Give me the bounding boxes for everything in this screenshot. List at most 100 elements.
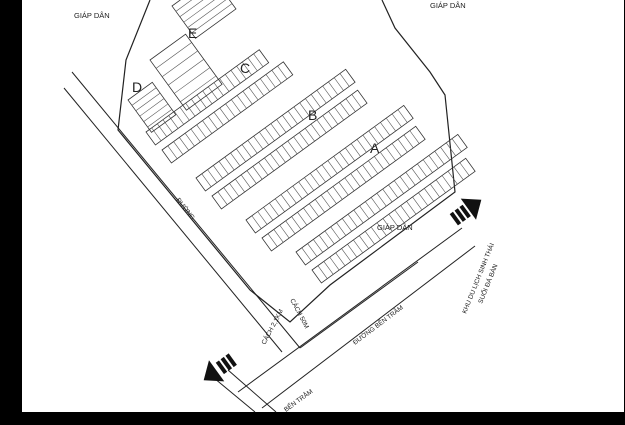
- lot-divider: [229, 183, 240, 197]
- lot-divider: [248, 86, 259, 101]
- lot-divider: [191, 3, 233, 34]
- lot-divider: [326, 190, 337, 204]
- lot-divider: [365, 201, 375, 215]
- lot-divider: [334, 106, 344, 121]
- lot-divider: [190, 128, 201, 143]
- lot-divider: [139, 98, 165, 117]
- lot-divider: [275, 149, 286, 163]
- lot-divider: [441, 175, 452, 189]
- lot-divider: [257, 211, 268, 225]
- lot-strip: [211, 89, 368, 210]
- lot-divider: [223, 187, 234, 201]
- lot-divider: [185, 103, 196, 117]
- lot-divider: [412, 196, 423, 211]
- lot-divider: [270, 153, 280, 167]
- lot-divider: [282, 115, 292, 129]
- lot-divider: [240, 174, 251, 188]
- lot-divider: [380, 122, 391, 136]
- lot-divider: [303, 207, 314, 222]
- lot-divider: [277, 65, 288, 80]
- lot-divider: [335, 252, 346, 266]
- lot-divider: [382, 218, 393, 232]
- lot-divider: [418, 192, 429, 206]
- lot-divider: [187, 0, 229, 28]
- lot-divider: [281, 145, 292, 159]
- lot-divider: [291, 216, 302, 230]
- lot-divider: [316, 89, 327, 104]
- lot-divider: [388, 184, 399, 198]
- lot-divider: [446, 142, 456, 156]
- lot-divider: [317, 265, 328, 279]
- lot-divider: [264, 127, 275, 141]
- lot-divider: [173, 141, 184, 155]
- subdivision-outline: [117, 0, 456, 323]
- lot-divider: [225, 74, 235, 88]
- lot-divider: [374, 156, 384, 170]
- lot-divider: [183, 0, 225, 23]
- lot-divider: [379, 151, 390, 166]
- lot-divider: [333, 156, 344, 170]
- lot-divider: [286, 190, 297, 204]
- lot-divider: [213, 112, 224, 126]
- main-road: [63, 71, 301, 353]
- lot-divider: [276, 119, 287, 133]
- lot-divider: [265, 74, 276, 88]
- lot-divider: [368, 130, 379, 144]
- lot-divider: [400, 205, 411, 219]
- lot-divider: [147, 109, 173, 128]
- lot-divider: [345, 98, 356, 112]
- lot-divider: [253, 53, 264, 67]
- lot-divider: [424, 188, 434, 202]
- lot-divider: [241, 144, 252, 158]
- lot-divider: [344, 177, 355, 191]
- lot-divider: [440, 146, 451, 161]
- lot-divider: [236, 148, 246, 162]
- lot-divider: [230, 70, 241, 84]
- lot-divider: [184, 133, 195, 147]
- lot-divider: [218, 161, 229, 175]
- lot-divider: [285, 220, 296, 234]
- lot-divider: [287, 110, 298, 125]
- lot-divider: [196, 124, 207, 138]
- lot-divider: [235, 178, 245, 193]
- lot-divider: [411, 167, 422, 182]
- lot-divider: [339, 151, 350, 166]
- lot-divider: [213, 82, 224, 96]
- lot-divider: [279, 224, 290, 239]
- lot-divider: [459, 162, 470, 176]
- lot-divider: [434, 151, 445, 165]
- lot-divider: [179, 0, 221, 18]
- lot-divider: [217, 191, 228, 205]
- lot-divider: [341, 248, 352, 262]
- lot-divider: [339, 102, 350, 117]
- lot-divider: [280, 194, 291, 208]
- lot-divider: [298, 181, 309, 195]
- lot-divider: [242, 91, 253, 105]
- lot-divider: [370, 226, 381, 241]
- lot-divider: [231, 99, 241, 113]
- lot-divider: [374, 126, 385, 140]
- lot-strip: [295, 133, 468, 266]
- lot-divider: [453, 166, 464, 181]
- arrow-left-icon: [203, 353, 237, 382]
- lot-divider: [406, 201, 417, 215]
- lot-divider: [155, 42, 192, 69]
- lot-divider: [258, 161, 269, 176]
- lot-divider: [329, 256, 340, 271]
- lot-divider: [273, 229, 284, 243]
- arrow-right-icon: [449, 198, 482, 226]
- lot-divider: [338, 181, 349, 196]
- lot-divider: [207, 116, 218, 130]
- lot-divider: [351, 94, 362, 108]
- lot-divider: [287, 140, 298, 155]
- lot-divider: [168, 115, 179, 129]
- lot-divider: [362, 134, 373, 149]
- lot-divider: [428, 155, 439, 169]
- label-giap-dan-top-left: GIÁP DÂN: [74, 11, 110, 20]
- lot-divider: [347, 244, 358, 258]
- lot-divider: [213, 165, 223, 179]
- lot-divider: [447, 171, 458, 185]
- lot-divider: [201, 173, 212, 187]
- lot-divider: [219, 78, 230, 92]
